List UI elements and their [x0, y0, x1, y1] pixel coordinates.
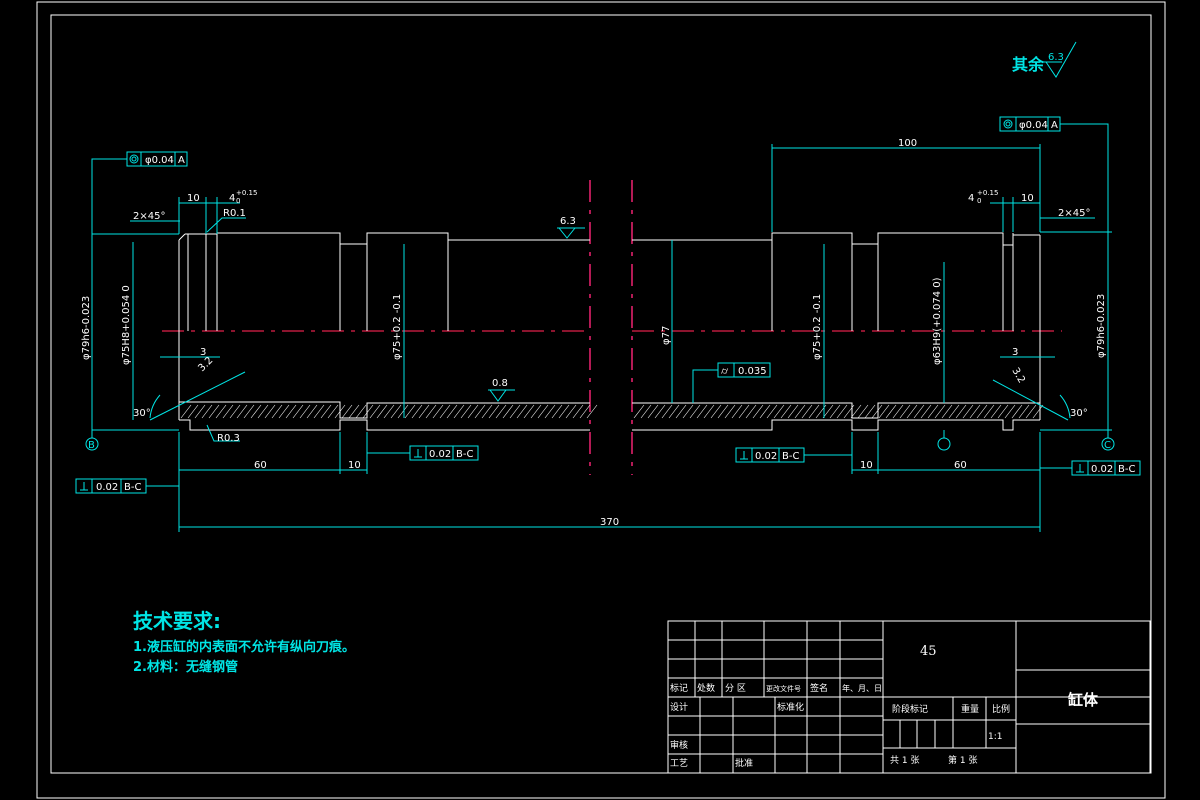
tech-req-item-2: 2.材料：无缝钢管: [133, 659, 238, 675]
svg-text:B-C: B-C: [124, 482, 141, 493]
dim-right-4: 4: [968, 193, 974, 204]
dim-top-100: 100: [898, 138, 917, 149]
datum-b: B: [85, 430, 99, 451]
tol-perp-left-low: 0.02 B-C: [75, 478, 179, 494]
svg-text:1:1: 1:1: [988, 732, 1002, 742]
svg-text:0.02: 0.02: [96, 482, 118, 493]
svg-text:标记: 标记: [670, 682, 688, 694]
tol-cylindricity: ⌭ 0.035: [692, 362, 771, 403]
tol-coax-right: φ0.04 A: [999, 116, 1109, 232]
svg-text:A: A: [1051, 120, 1058, 131]
dia-77: φ77: [661, 326, 672, 345]
dimensions: 370 60 10 10 60 100 10 4 +0.15 0 4 +0.15: [81, 138, 1112, 532]
tol-perp-right-low: 0.02 B-C: [1040, 460, 1141, 476]
svg-text:阶段标记: 阶段标记: [892, 703, 928, 715]
svg-text:B-C: B-C: [456, 449, 473, 460]
svg-text:重量: 重量: [961, 703, 979, 715]
dim-right-60: 60: [954, 460, 967, 471]
tb-part-name: 缸体: [1068, 691, 1099, 709]
inner-frame: [50, 14, 1152, 774]
dim-3-right: 3: [1012, 347, 1018, 358]
roughness-rest-symbol: [1045, 41, 1077, 78]
svg-text:0.02: 0.02: [429, 449, 451, 460]
tol-perp-right-mid: 0.02 B-C: [735, 447, 852, 463]
svg-text:工艺: 工艺: [670, 758, 688, 769]
svg-text:比例: 比例: [992, 703, 1010, 715]
dim-left-4-tol: +0.15: [236, 189, 257, 197]
svg-text:审核: 审核: [670, 739, 688, 751]
svg-text:0.035: 0.035: [738, 366, 767, 377]
svg-text:年、月、日: 年、月、日: [842, 683, 882, 693]
svg-text:B-C: B-C: [782, 451, 799, 462]
tb-material: 45: [920, 644, 937, 659]
svg-text:φ0.04: φ0.04: [145, 155, 174, 166]
roughness-rest-label: 其余: [1012, 55, 1045, 74]
tol-coax-left: φ0.04 A: [91, 151, 188, 234]
chamfer-left: 2×45°: [133, 211, 165, 222]
radius-r01: R0.1: [223, 208, 246, 219]
dim-3-left: 3: [200, 347, 206, 358]
svg-text:标准化: 标准化: [777, 701, 804, 713]
svg-text:A: A: [178, 155, 185, 166]
dim-right-4-tol: +0.15: [977, 189, 998, 197]
svg-text:B: B: [88, 440, 95, 451]
dim-left-10: 10: [348, 460, 361, 471]
angle-right: 30°: [1070, 408, 1088, 419]
dia-63: φ63H9(+0.074 0): [932, 277, 943, 365]
svg-text:B-C: B-C: [1118, 464, 1135, 475]
chamfer-right: 2×45°: [1058, 208, 1090, 219]
dim-right-4-tol0: 0: [977, 197, 981, 205]
roughness-63: 6.3: [560, 216, 576, 227]
datum-c: C: [1101, 430, 1115, 451]
dia-79-left: φ79h6-0.023: [81, 296, 92, 360]
svg-text:⌭: ⌭: [721, 366, 729, 377]
dia-75-right: φ75+0.2 -0.1: [812, 294, 823, 360]
tol-perp-left-mid: 0.02 B-C: [367, 445, 479, 461]
svg-text:0.02: 0.02: [1091, 464, 1113, 475]
dia-79-right: φ79h6-0.023: [1096, 294, 1107, 358]
outer-frame: [36, 1, 1166, 799]
dia-75h8: φ75H8+0.054 0: [121, 285, 132, 365]
angle-left: 30°: [133, 408, 151, 419]
dia-75-left: φ75+0.2 -0.1: [392, 294, 403, 360]
dim-left-4-tol0: 0: [236, 197, 240, 205]
svg-text:0.02: 0.02: [755, 451, 777, 462]
roughness-rest-value: 6.3: [1048, 52, 1064, 63]
dim-right-10: 10: [860, 460, 873, 471]
svg-text:C: C: [1104, 440, 1111, 451]
svg-text:设计: 设计: [670, 701, 688, 713]
dim-left-60: 60: [254, 460, 267, 471]
dim-left-4: 4: [229, 193, 235, 204]
datum-mark-mid: [937, 430, 951, 451]
svg-text:共 1 张: 共 1 张: [890, 755, 919, 766]
svg-text:处数: 处数: [697, 682, 715, 694]
svg-text:批准: 批准: [735, 757, 753, 769]
title-block: 45 缸体 标记 处数 分 区 更改文件号 签名 年、月、日 设计 标准化 审核…: [667, 620, 1151, 774]
svg-text:第 1 张: 第 1 张: [948, 754, 977, 766]
dim-left-10-top: 10: [187, 193, 200, 204]
dim-total-length: 370: [600, 517, 619, 528]
part-body: [162, 180, 1062, 475]
tech-req-item-1: 1.液压缸的内表面不允许有纵向刀痕。: [133, 639, 355, 655]
svg-text:签名: 签名: [810, 682, 828, 694]
roughness-08: 0.8: [492, 378, 508, 389]
tech-req-title: 技术要求:: [133, 609, 221, 633]
roughness-32-right: 3.2: [1009, 366, 1026, 385]
dim-right-10-top: 10: [1021, 193, 1034, 204]
radius-r03: R0.3: [217, 433, 240, 444]
svg-text:更改文件号: 更改文件号: [766, 684, 801, 693]
section-hatch: [180, 404, 1044, 419]
svg-text:φ0.04: φ0.04: [1019, 120, 1048, 131]
svg-text:分 区: 分 区: [725, 683, 746, 694]
